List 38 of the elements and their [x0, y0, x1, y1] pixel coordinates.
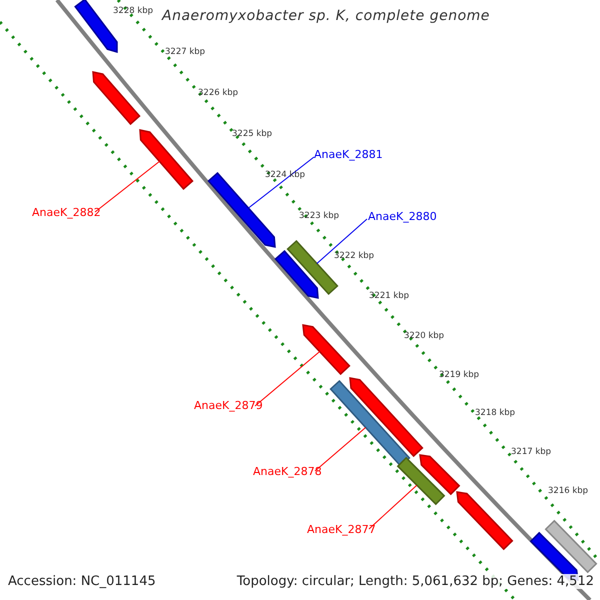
- gene-feature: [302, 324, 350, 376]
- gene-feature: [139, 129, 194, 190]
- gene-feature: [92, 71, 141, 126]
- leader-line: [314, 427, 366, 472]
- gene-label: AnaeK_2878: [253, 465, 322, 478]
- gene-label: AnaeK_2879: [194, 399, 263, 412]
- leader-line: [254, 351, 320, 406]
- genome-summary-text: Topology: circular; Length: 5,061,632 bp; Genes: 4,512: [236, 574, 594, 589]
- scale-label: 3220 kbp: [404, 331, 444, 341]
- leader-line: [316, 218, 368, 264]
- scale-label: 3223 kbp: [299, 211, 340, 221]
- cds-feature: [396, 456, 446, 506]
- gene-label: AnaeK_2881: [314, 148, 383, 161]
- gene-label: AnaeK_2882: [32, 206, 101, 219]
- cds-feature: [330, 380, 410, 468]
- cds-feature: [544, 520, 598, 574]
- scale-label: 3216 kbp: [548, 486, 588, 496]
- leader-line: [94, 160, 160, 212]
- gene-label: AnaeK_2877: [307, 523, 376, 536]
- gene-feature: [456, 491, 514, 550]
- gene-feature: [349, 377, 424, 458]
- accession-text: Accession: NC_011145: [8, 574, 156, 589]
- map-title: Anaeromyxobacter sp. K, complete genome: [162, 8, 490, 24]
- leader-line: [248, 156, 314, 208]
- scale-label: 3217 kbp: [511, 447, 552, 457]
- scale-label: 3227 kbp: [165, 47, 206, 57]
- gene-feature: [419, 454, 460, 496]
- scale-label: 3226 kbp: [198, 88, 238, 98]
- scale-label: 3224 kbp: [265, 170, 306, 180]
- scale-label: 3228 kbp: [113, 6, 154, 16]
- scale-label: 3218 kbp: [475, 408, 516, 418]
- gene-label: AnaeK_2880: [368, 210, 437, 223]
- gene-feature: [274, 250, 319, 299]
- scale-label: 3221 kbp: [369, 291, 410, 301]
- scale-label: 3222 kbp: [334, 251, 374, 261]
- scale-label: 3225 kbp: [232, 129, 272, 139]
- leader-line: [368, 484, 418, 530]
- scale-label: 3219 kbp: [439, 370, 480, 380]
